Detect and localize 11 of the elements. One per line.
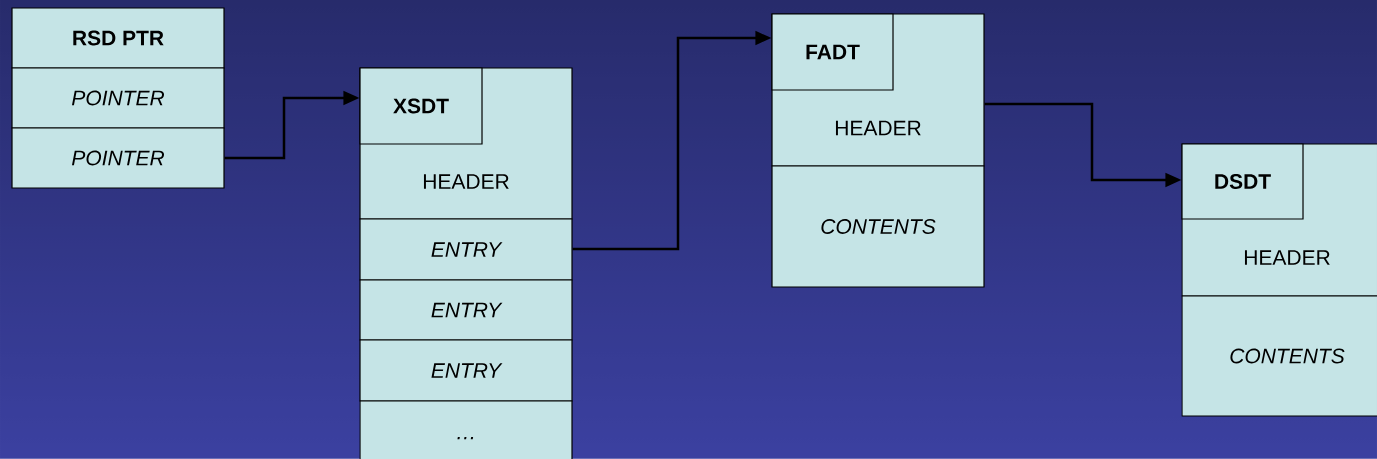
table-cell: …	[359, 400, 573, 459]
table-cell: ENTRY	[359, 218, 573, 281]
table-cell: POINTER	[11, 67, 225, 129]
table-cell: POINTER	[11, 127, 225, 189]
table-cell: ENTRY	[359, 279, 573, 341]
table-header-cell: DSDT HEADER	[1181, 143, 1377, 297]
table-cell: CONTENTS	[1181, 295, 1377, 417]
table-header-cell: FADT HEADER	[771, 13, 985, 167]
table-cell: CONTENTS	[771, 165, 985, 288]
table-header-cell: RSD PTR	[11, 7, 225, 69]
table-cell: ENTRY	[359, 339, 573, 402]
